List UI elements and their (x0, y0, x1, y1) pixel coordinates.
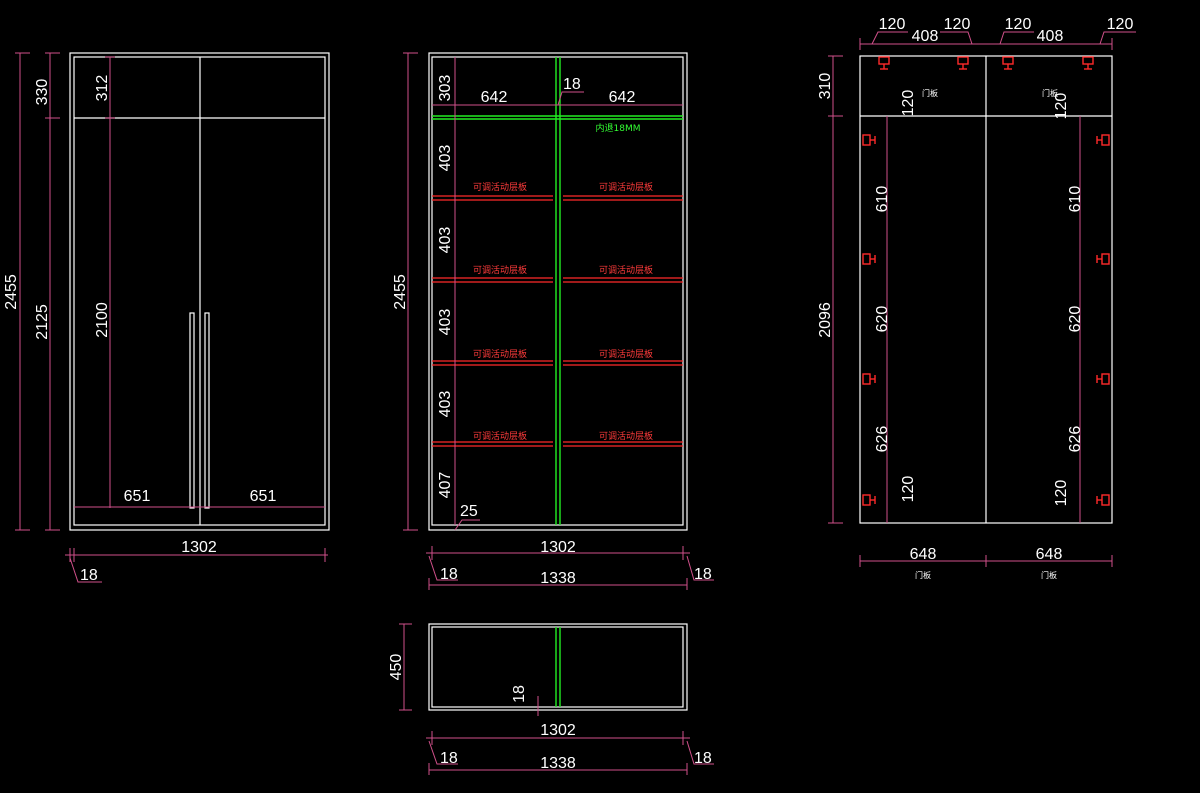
dim-leader (557, 91, 584, 106)
hinge-icon (1082, 56, 1094, 70)
hinge-icon (1096, 134, 1110, 146)
door-label-left: 门板 (915, 570, 931, 580)
hinge-icon (1096, 253, 1110, 265)
dim-door-width-right: 648 (1036, 546, 1063, 563)
dim-side-left: 18 (440, 566, 458, 583)
dim-front-width: 1302 (181, 539, 217, 556)
hinge-icon (957, 56, 969, 70)
hinge-icon (878, 56, 890, 70)
dim-door-upper-height: 310 (817, 73, 834, 100)
hinge-icon (1002, 56, 1014, 70)
right-handle (204, 312, 210, 509)
dim-width-left: 642 (481, 89, 508, 106)
shelf-note: 可调活动层板 (473, 430, 527, 442)
top-view: 450 18 1302 1338 18 18 (388, 623, 714, 775)
dim-front-lower-height: 2125 (34, 304, 51, 340)
dim-top-space: 303 (437, 75, 454, 102)
dim-front-inner-upper: 312 (94, 75, 111, 102)
dim-kick: 25 (460, 503, 478, 520)
dim-left-offset-bottom: 120 (900, 476, 917, 503)
dim-left-gap: 620 (874, 306, 891, 333)
shelf-note: 可调活动层板 (599, 430, 653, 442)
dim-front-upper-height: 330 (34, 79, 51, 106)
dim-right-gap: 610 (1067, 186, 1084, 213)
upper-door-label-right: 门板 (1042, 88, 1058, 98)
dim-divider: 18 (563, 76, 581, 93)
door-view: 门板 门板 120 408 120 120 408 120 310 2096 1… (817, 16, 1136, 580)
dim-door-top: 120 (1107, 16, 1134, 33)
shelf-note: 可调活动层板 (473, 348, 527, 360)
left-handle (189, 312, 195, 509)
dim-front-door-left: 651 (124, 488, 151, 505)
hinge-icon (862, 134, 876, 146)
dim-leader (454, 519, 480, 531)
hinge-icon (1096, 494, 1110, 506)
dim-top-divider: 18 (511, 685, 528, 703)
inner-elevation: 内退18MM 可调活动层板 可调活动层板 可调活动层板 可调活动层板 可调活动层… (392, 52, 714, 590)
dim-top-side-right: 18 (694, 750, 712, 767)
dim-depth: 450 (388, 654, 405, 681)
dim-inner-width: 1302 (540, 539, 576, 556)
dim-leader (428, 740, 458, 765)
dim-section: 403 (437, 309, 454, 336)
dim-leader (686, 555, 714, 581)
shelf-note: 可调活动层板 (599, 181, 653, 193)
dim-right-offset-bottom: 120 (1053, 480, 1070, 507)
dim-leader (686, 740, 714, 765)
rail-note: 内退18MM (596, 122, 641, 134)
dim-top-side-left: 18 (440, 750, 458, 767)
dim-left-gap: 610 (874, 186, 891, 213)
dim-top-inner-width: 1302 (540, 722, 576, 739)
dim-width-right: 642 (609, 89, 636, 106)
dim-right-gap: 626 (1067, 426, 1084, 453)
hinge-icon (862, 253, 876, 265)
dim-right-offset-top: 120 (1053, 93, 1070, 120)
dim-leader (428, 555, 458, 581)
dim-door-top: 120 (879, 16, 906, 33)
dim-side-right: 18 (694, 566, 712, 583)
dim-front-inner-lower: 2100 (94, 302, 111, 338)
dim-door-top: 408 (1037, 28, 1064, 45)
dim-door-top: 120 (1005, 16, 1032, 33)
dim-front-door-right: 651 (250, 488, 277, 505)
dim-left-offset-top: 120 (900, 90, 917, 117)
dim-section: 403 (437, 227, 454, 254)
dim-section: 403 (437, 391, 454, 418)
top-outer (428, 623, 688, 711)
dim-left-gap: 626 (874, 426, 891, 453)
dim-door-top: 408 (912, 28, 939, 45)
shelf-note: 可调活动层板 (599, 348, 653, 360)
front-elevation: 2455 330 2125 312 2100 651 651 1302 18 (3, 52, 330, 584)
dim-door-top: 120 (944, 16, 971, 33)
door-label-right: 门板 (1041, 570, 1057, 580)
dim-right-gap: 620 (1067, 306, 1084, 333)
dim-leader (69, 557, 102, 583)
dim-outer-width: 1338 (540, 570, 576, 587)
dim-door-width-left: 648 (910, 546, 937, 563)
hinge-icon (1096, 373, 1110, 385)
dim-inner-total-height: 2455 (392, 274, 409, 310)
inner-carcass (431, 56, 684, 526)
dim-leader (999, 31, 1034, 45)
inner-outer-frame (428, 52, 688, 531)
dim-leader (871, 31, 908, 45)
dim-front-total-height: 2455 (3, 274, 20, 310)
front-outer-frame (69, 52, 330, 531)
hinge-icon (862, 494, 876, 506)
shelf-note: 可调活动层板 (473, 181, 527, 193)
shelf-note: 可调活动层板 (599, 264, 653, 276)
dim-section: 407 (437, 472, 454, 499)
dim-top-outer-width: 1338 (540, 755, 576, 772)
shelf-note: 可调活动层板 (473, 264, 527, 276)
top-inner (431, 626, 684, 708)
dim-door-lower-height: 2096 (817, 302, 834, 338)
hinge-icon (862, 373, 876, 385)
dim-leader (1099, 31, 1136, 45)
dim-leader (940, 31, 973, 45)
upper-door-label-left: 门板 (922, 88, 938, 98)
dim-section: 403 (437, 145, 454, 172)
dim-front-side: 18 (80, 567, 98, 584)
